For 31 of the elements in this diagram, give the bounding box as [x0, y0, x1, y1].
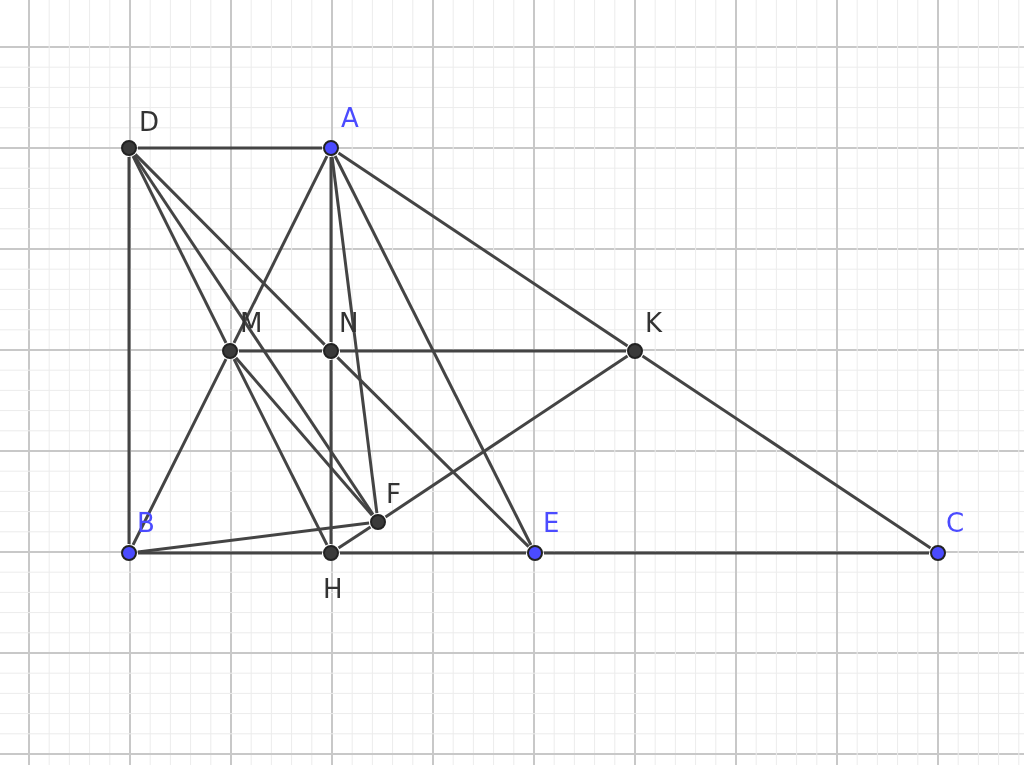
line-segment [384, 354, 629, 519]
point-label: D [139, 108, 160, 136]
line-segment [137, 521, 370, 554]
point-label: K [645, 309, 663, 337]
line-segment [340, 551, 526, 555]
point-label: E [543, 509, 560, 537]
line-segment [329, 360, 333, 544]
line-segment [232, 358, 329, 546]
line-segment [138, 146, 322, 150]
line-segment [138, 551, 322, 555]
line-segment [333, 155, 533, 546]
line-segment [336, 356, 530, 548]
point-label: A [341, 104, 359, 132]
line-segment [330, 156, 379, 514]
line-segment [134, 153, 326, 346]
line-segment [544, 551, 929, 555]
line-segment [232, 155, 329, 344]
point-label: C [946, 509, 965, 537]
point-label: F [386, 480, 401, 508]
line-segment [127, 157, 131, 544]
line-segment [239, 349, 322, 353]
point-label: H [323, 575, 343, 603]
line-segment [132, 154, 375, 516]
line-segment [234, 356, 374, 517]
line-segment [329, 157, 333, 342]
line-segment [337, 151, 629, 348]
line-segment [131, 358, 228, 546]
line-segment [337, 525, 372, 550]
line-segment [131, 155, 228, 344]
line-segment [340, 349, 626, 353]
line-segment [641, 354, 932, 550]
